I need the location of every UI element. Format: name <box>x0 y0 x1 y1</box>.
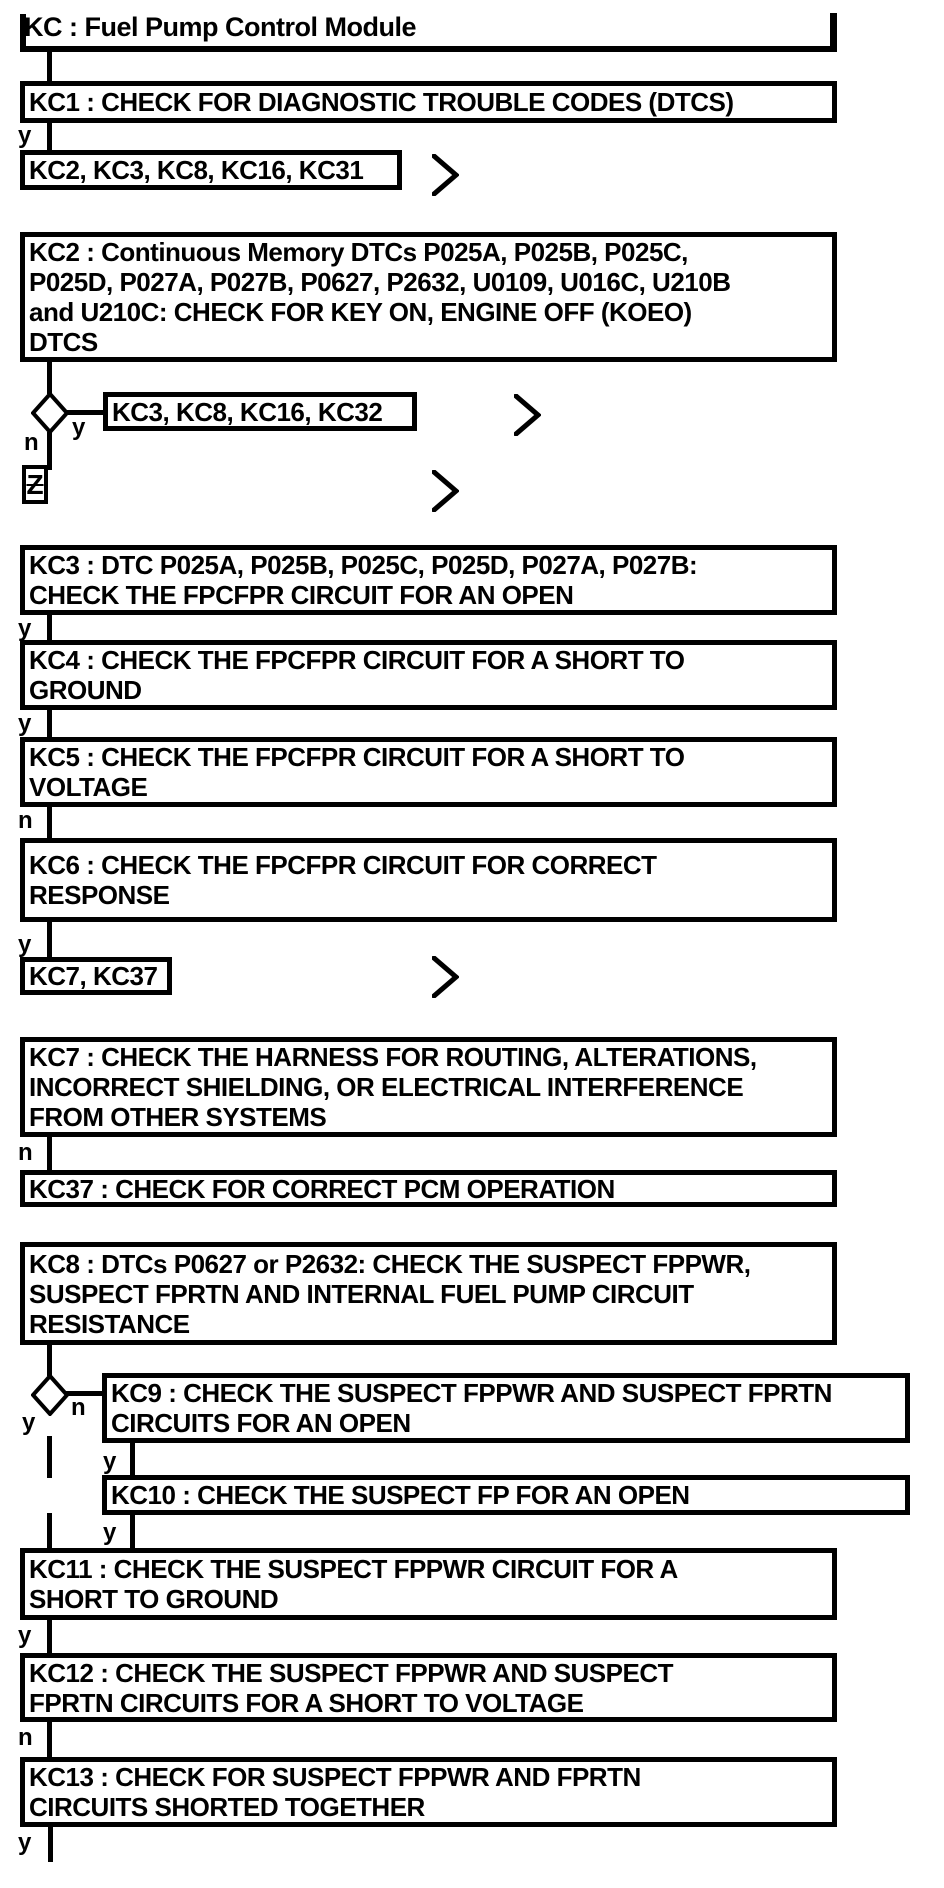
branch-label-n: n <box>24 429 39 456</box>
branch-label-y: y <box>103 1448 116 1475</box>
branch-label-y: y <box>103 1519 116 1546</box>
decision-diamond-icon <box>31 1374 69 1416</box>
connector-line <box>47 1722 52 1757</box>
branch-label-y: y <box>18 122 31 149</box>
z-connector[interactable]: Z <box>22 465 48 504</box>
page-title: KC : Fuel Pump Control Module <box>24 12 416 42</box>
title-left-stub <box>20 14 26 52</box>
connector-line <box>47 362 52 394</box>
branch-label-y: y <box>18 1622 31 1649</box>
branch-label-y: y <box>18 710 31 737</box>
connector-line <box>47 1436 52 1478</box>
node-kc6: KC6 : CHECK THE FPCFPR CIRCUIT FOR CORRE… <box>20 838 837 922</box>
goto-kc2-kc3-kc8-kc16-kc31[interactable]: KC2, KC3, KC8, KC16, KC31 <box>20 150 402 190</box>
connector-line <box>47 807 52 840</box>
node-kc5: KC5 : CHECK THE FPCFPR CIRCUIT FOR A SHO… <box>20 737 837 807</box>
node-kc10: KC10 : CHECK THE SUSPECT FP FOR AN OPEN <box>102 1475 910 1515</box>
connector-line <box>66 1391 102 1396</box>
connector-line <box>47 1137 52 1170</box>
branch-label-y: y <box>18 1829 31 1856</box>
connector-line <box>66 410 103 415</box>
connector-line <box>47 50 52 83</box>
branch-label-y: y <box>18 615 31 642</box>
node-kc8: KC8 : DTCs P0627 or P2632: CHECK THE SUS… <box>20 1242 837 1345</box>
decision-diamond-icon <box>31 392 69 434</box>
branch-label-y: y <box>22 1409 35 1436</box>
branch-label-n: n <box>18 1139 33 1166</box>
chevron-right-icon <box>514 394 541 436</box>
connector-line <box>47 432 52 470</box>
node-kc4: KC4 : CHECK THE FPCFPR CIRCUIT FOR A SHO… <box>20 640 837 710</box>
connector-line <box>47 922 52 957</box>
goto-kc7-kc37[interactable]: KC7, KC37 <box>20 957 172 995</box>
connector-line <box>47 710 52 739</box>
branch-label-n: n <box>18 807 33 834</box>
chevron-right-icon <box>432 956 459 998</box>
connector-line <box>130 1443 135 1475</box>
node-kc9: KC9 : CHECK THE SUSPECT FPPWR AND SUSPEC… <box>102 1373 910 1443</box>
connector-line <box>48 1827 53 1862</box>
chevron-right-icon <box>432 470 459 512</box>
connector-line <box>47 1620 52 1653</box>
chevron-right-icon <box>432 154 459 196</box>
title-underline <box>20 46 837 52</box>
branch-label-y: y <box>18 931 31 958</box>
node-kc11: KC11 : CHECK THE SUSPECT FPPWR CIRCUIT F… <box>20 1548 837 1620</box>
node-kc12: KC12 : CHECK THE SUSPECT FPPWR AND SUSPE… <box>20 1653 837 1722</box>
node-kc2: KC2 : Continuous Memory DTCs P025A, P025… <box>20 232 837 362</box>
branch-label-y: y <box>72 414 85 441</box>
branch-label-n: n <box>71 1394 86 1421</box>
connector-line <box>47 1345 52 1376</box>
connector-line <box>47 123 52 152</box>
branch-label-n: n <box>18 1724 33 1751</box>
node-kc37: KC37 : CHECK FOR CORRECT PCM OPERATION <box>20 1170 837 1207</box>
node-kc3: KC3 : DTC P025A, P025B, P025C, P025D, P0… <box>20 545 837 615</box>
connector-line <box>130 1515 135 1548</box>
node-kc13: KC13 : CHECK FOR SUSPECT FPPWR AND FPRTN… <box>20 1757 837 1827</box>
node-kc7: KC7 : CHECK THE HARNESS FOR ROUTING, ALT… <box>20 1037 837 1137</box>
connector-line <box>47 1513 52 1548</box>
connector-line <box>47 615 52 642</box>
title-right-stub <box>830 13 837 52</box>
goto-kc3-kc8-kc16-kc32[interactable]: KC3, KC8, KC16, KC32 <box>103 392 417 431</box>
node-kc1: KC1 : CHECK FOR DIAGNOSTIC TROUBLE CODES… <box>20 81 837 123</box>
